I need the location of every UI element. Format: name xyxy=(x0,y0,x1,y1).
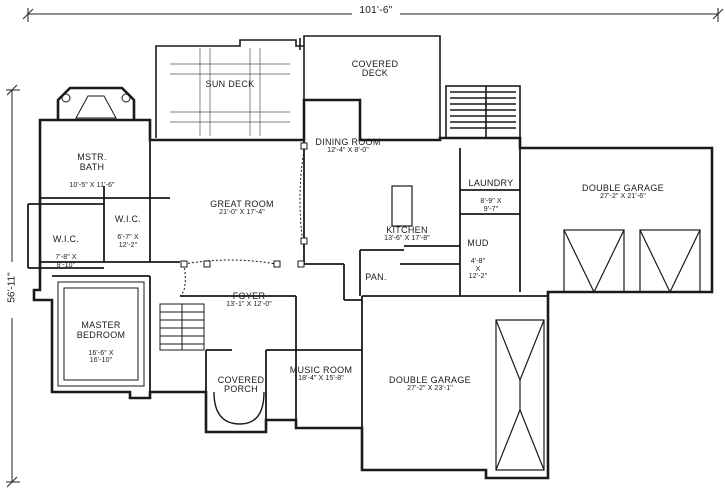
mstr-bath-name: MSTR. BATH xyxy=(77,152,107,172)
sun-deck-name: SUN DECK xyxy=(205,79,255,89)
double-garage-right-size: 27'-2" X 21'-6" xyxy=(600,193,646,201)
double-garage-front-name: DOUBLE GARAGE xyxy=(389,375,471,385)
kitchen-name: KITCHEN xyxy=(386,225,428,235)
wic-right-label: W.I.C. 6'-7" X 12'-2" xyxy=(106,206,150,258)
double-garage-right-label: DOUBLE GARAGE 27'-2" X 21'-6" xyxy=(568,183,678,201)
mud-name: MUD xyxy=(467,238,489,249)
dining-room-label: DINING ROOM 12'-4" X 8'-0" xyxy=(308,137,388,155)
kitchen-island xyxy=(391,185,413,227)
sun-deck-label: SUN DECK xyxy=(200,79,260,89)
laundry-size: 8'-9" X 9'-7" xyxy=(480,198,502,213)
bath-tub xyxy=(75,95,117,119)
mud-label: MUD 4'-8" X 12'-2" xyxy=(462,230,494,290)
kitchen-label: KITCHEN 13'-6" X 17'-8" xyxy=(366,225,448,243)
foyer-label: FOYER 13'-1" X 12'-0" xyxy=(210,291,288,309)
covered-porch-label: COVERED PORCH xyxy=(214,375,268,395)
bath-bay-wall xyxy=(56,86,136,120)
double-garage-front-size: 27'-2" X 23'-1" xyxy=(407,385,453,393)
wic-right-size: 6'-7" X 12'-2" xyxy=(117,234,139,249)
wic-right-name: W.I.C. xyxy=(114,214,142,225)
dining-room-name: DINING ROOM xyxy=(315,137,381,147)
music-room-name: MUSIC ROOM xyxy=(289,365,353,375)
great-room-label: GREAT ROOM 21'-0" X 17'-4" xyxy=(192,199,292,217)
music-room-size: 18'-4" X 15'-8" xyxy=(298,375,344,383)
great-room-arches xyxy=(179,149,305,297)
exterior-wall xyxy=(32,98,714,480)
music-room-label: MUSIC ROOM 18'-4" X 15'-8" xyxy=(282,365,360,383)
wic-left-label: W.I.C. 7'-8" X 8'-10" xyxy=(30,226,102,278)
mstr-bath-size: 10'-5" X 11'-6" xyxy=(69,181,115,189)
laundry-label: LAUNDRY 8'-9" X 9'-7" xyxy=(462,170,520,222)
laundry-name: LAUNDRY xyxy=(468,178,514,189)
foyer-stairs xyxy=(159,303,205,351)
deck-stairs xyxy=(445,85,521,139)
great-room-name: GREAT ROOM xyxy=(210,199,274,209)
covered-deck-outline xyxy=(303,35,441,138)
foyer-name: FOYER xyxy=(232,291,266,301)
wic-left-name: W.I.C. xyxy=(52,234,80,245)
covered-porch-name: COVERED PORCH xyxy=(217,375,265,395)
covered-deck-label: COVERED DECK xyxy=(336,59,414,79)
front-garage-roof xyxy=(495,319,545,471)
great-room-size: 21'-0" X 17'-4" xyxy=(219,209,265,217)
interior-walls xyxy=(27,100,548,470)
master-bedroom-tray-ceiling xyxy=(57,281,145,387)
overall-depth-label: 56'-11" xyxy=(6,272,18,303)
columns xyxy=(180,142,308,268)
overall-width-label: 101'-6" xyxy=(359,5,393,16)
master-bedroom-name: MASTER BEDROOM xyxy=(76,320,126,340)
depth-dimension-line xyxy=(6,84,20,488)
width-dimension-line xyxy=(22,8,724,22)
dining-room-size: 12'-4" X 8'-0" xyxy=(327,147,369,155)
right-garage-doors xyxy=(563,229,701,293)
wic-left-size: 7'-8" X 8'-10" xyxy=(55,254,77,269)
master-bedroom-size: 16'-6" X 16'-10" xyxy=(88,349,114,365)
kitchen-size: 13'-6" X 17'-8" xyxy=(384,235,430,243)
covered-porch-arc xyxy=(213,391,265,425)
pan-name: PAN. xyxy=(365,272,387,282)
master-bedroom-label: MASTER BEDROOM 16'-6" X 16'-10" xyxy=(60,312,142,374)
mstr-bath-label: MSTR. BATH 10'-5" X 11'-6" xyxy=(42,144,142,199)
covered-deck-name: COVERED DECK xyxy=(351,59,399,79)
double-garage-right-name: DOUBLE GARAGE xyxy=(582,183,664,193)
mud-size: 4'-8" X 12'-2" xyxy=(468,258,488,280)
double-garage-front-label: DOUBLE GARAGE 27'-2" X 23'-1" xyxy=(374,375,486,393)
deck-chairs xyxy=(61,93,131,103)
sun-deck-pergola xyxy=(170,48,290,136)
sun-deck-outline xyxy=(155,39,305,138)
foyer-size: 13'-1" X 12'-0" xyxy=(226,301,272,309)
pan-label: PAN. xyxy=(364,272,388,282)
